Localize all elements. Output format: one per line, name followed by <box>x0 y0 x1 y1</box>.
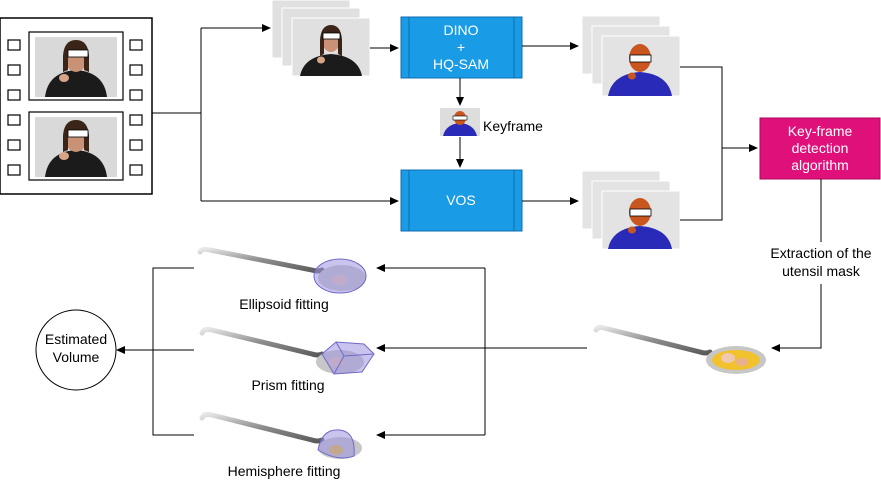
ellipsoid-spoon <box>197 246 367 294</box>
connector-to-keyframe-algo <box>680 66 758 221</box>
connector-extraction-bottom <box>771 284 822 352</box>
connector-to-volume <box>116 267 194 436</box>
estimated-label-1: Estimated <box>45 331 107 347</box>
input-frame-stack <box>271 0 371 77</box>
connector-to-fittings <box>376 264 587 439</box>
hemisphere-label: Hemisphere fitting <box>228 463 341 479</box>
keyframe-thumbnail <box>440 108 480 136</box>
dino-hqsam-block: DINO + HQ-SAM <box>400 16 523 79</box>
extraction-label-1: Extraction of the <box>770 245 871 261</box>
keyframe-label: Keyframe <box>483 118 543 134</box>
prism-label: Prism fitting <box>251 377 324 393</box>
film-frame-2 <box>28 111 124 181</box>
vos-block: VOS <box>400 169 523 232</box>
hemisphere-spoon <box>199 411 362 459</box>
estimated-volume-node: Estimated Volume <box>35 309 117 391</box>
estimated-label-2: Volume <box>53 349 100 365</box>
dino-label-1: DINO <box>444 22 479 38</box>
film-frame-1 <box>28 31 124 101</box>
keyframe-algo-label-2: detection <box>792 140 849 156</box>
mask-stack-bottom <box>581 170 681 250</box>
dino-label-2: + <box>457 39 465 55</box>
mask-stack-top <box>581 15 681 97</box>
prism-spoon <box>199 326 375 375</box>
extracted-spoon-mask <box>593 324 766 374</box>
keyframe-detection-block: Key-frame detection algorithm <box>759 117 881 180</box>
dino-label-3: HQ-SAM <box>433 56 489 72</box>
ellipsoid-label: Ellipsoid fitting <box>239 296 329 312</box>
extraction-label-bg <box>757 243 881 283</box>
connector-film <box>152 24 399 205</box>
vos-label: VOS <box>446 192 476 208</box>
film-strip <box>0 17 153 195</box>
keyframe-algo-label-1: Key-frame <box>788 123 853 139</box>
extraction-label-2: utensil mask <box>782 263 861 279</box>
keyframe-algo-label-3: algorithm <box>791 157 849 173</box>
